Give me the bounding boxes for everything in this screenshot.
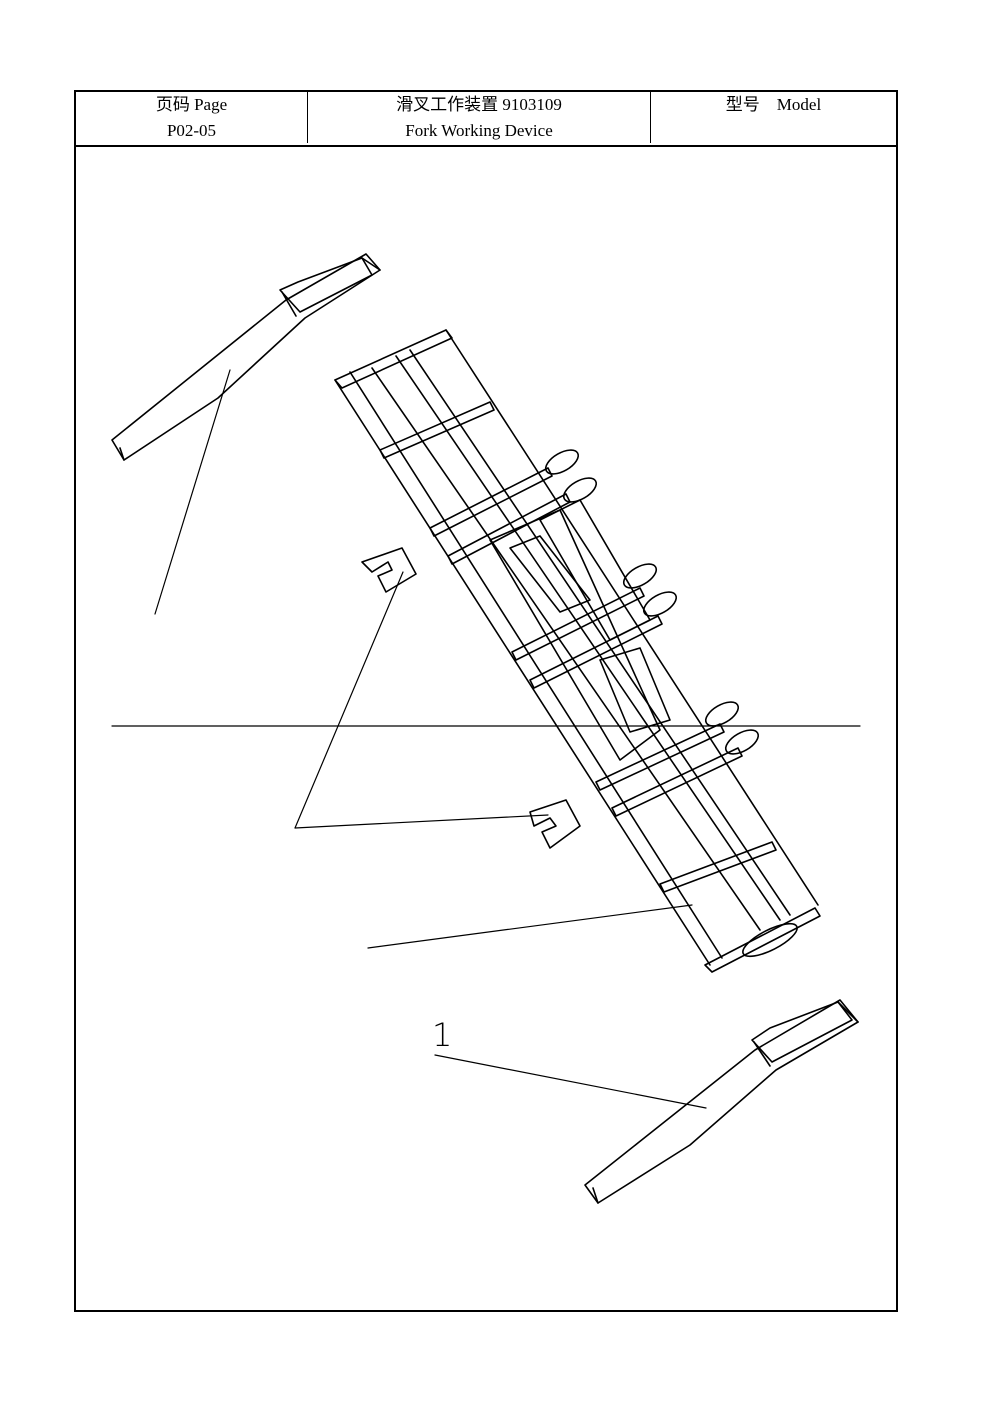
title-chinese: 滑叉工作装置 9103109 [396, 95, 562, 114]
model-label-cn: 型号 [725, 95, 760, 114]
title-english: Fork Working Device [405, 121, 553, 140]
fork-carriage-frame [334, 329, 821, 973]
page-cell: 页码 Page P02-05 [76, 92, 308, 143]
callout-number-1: 1 [432, 1016, 453, 1054]
title-block: 页码 Page P02-05 滑叉工作装置 9103109 Fork Worki… [76, 92, 896, 147]
title-cell: 滑叉工作装置 9103109 Fork Working Device [308, 92, 651, 143]
model-line: 型号 Model [651, 92, 896, 118]
model-label-en: Model [776, 95, 822, 114]
shim-lower [529, 799, 581, 849]
leader-lines [111, 369, 861, 1109]
page-number: P02-05 [166, 121, 217, 140]
shim-upper [361, 547, 417, 593]
page-label: 页码 Page [155, 95, 228, 114]
upper-fork-tine [111, 253, 381, 461]
lower-fork-tine [584, 999, 859, 1204]
model-cell: 型号 Model [651, 92, 896, 143]
page-frame: 页码 Page P02-05 滑叉工作装置 9103109 Fork Worki… [74, 90, 898, 1312]
